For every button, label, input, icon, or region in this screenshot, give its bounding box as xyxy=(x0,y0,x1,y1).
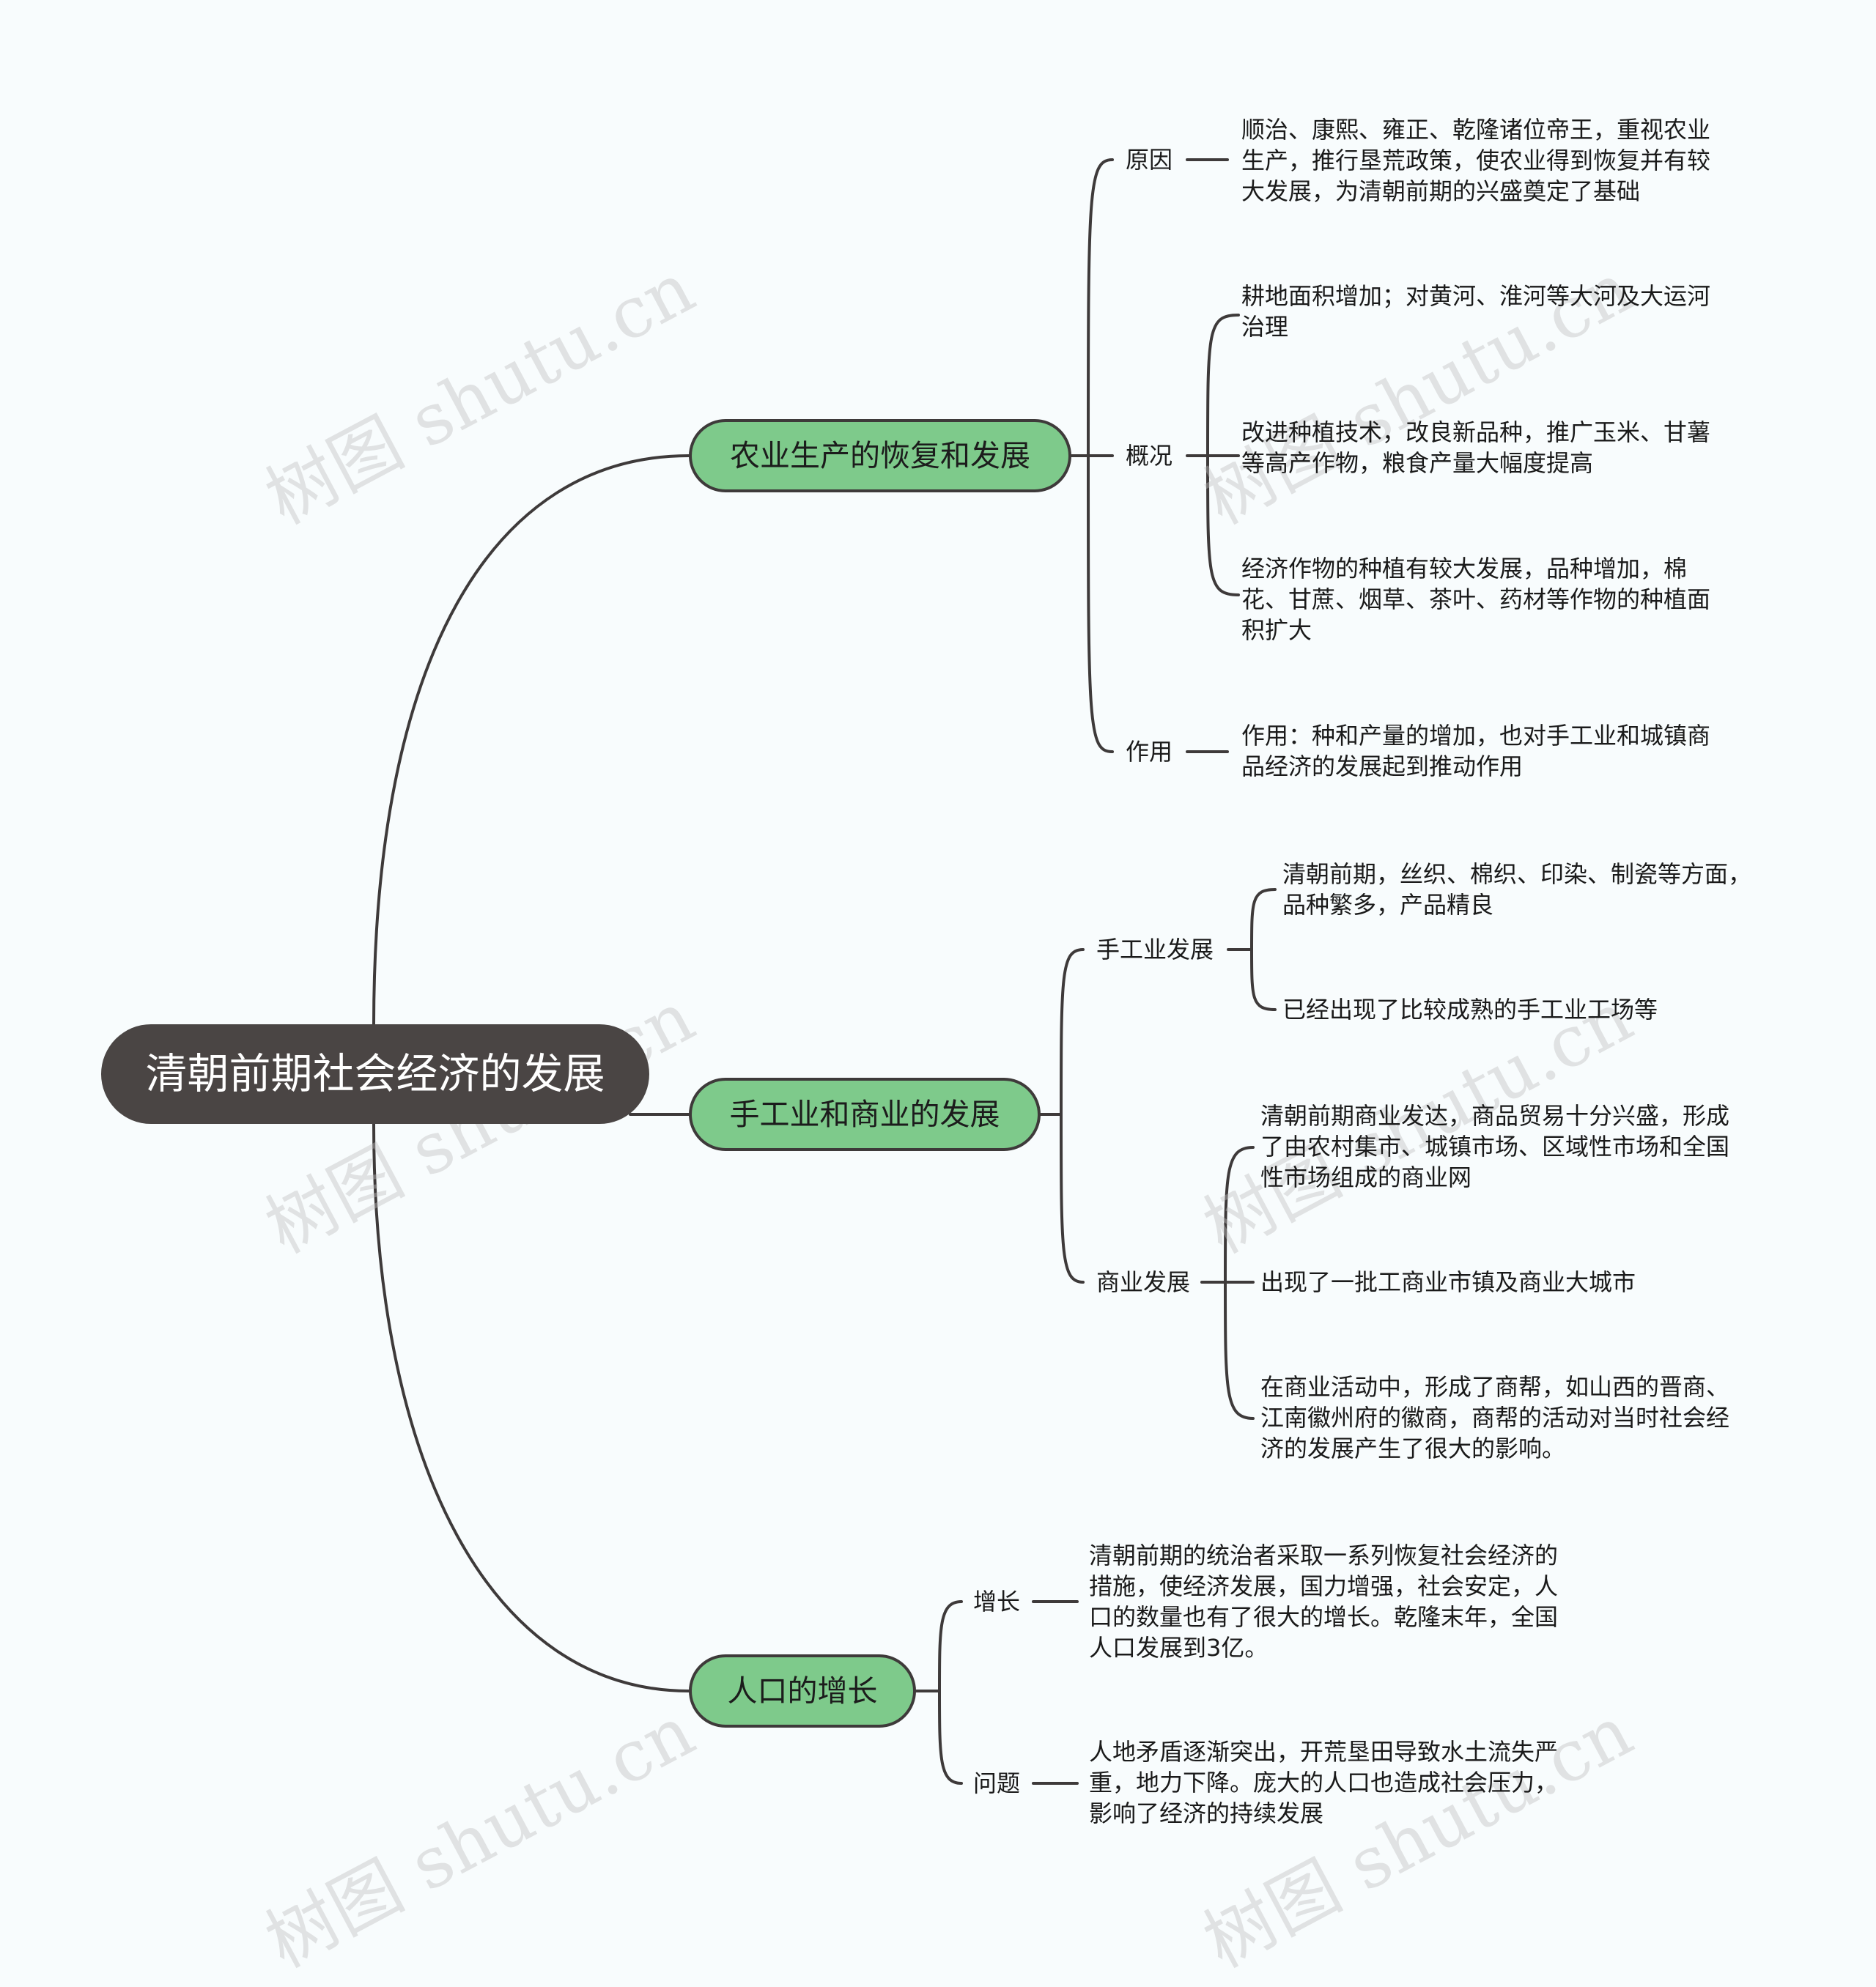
connector-pop-problem xyxy=(938,1690,963,1785)
connector-commerce-leaf-3 xyxy=(1224,1281,1255,1420)
connector-lines xyxy=(372,158,1277,1785)
leaf-effect[interactable]: 作用：种和产量的增加，也对手工业和城镇商品经济的发展起到推动作用 xyxy=(1241,722,1711,780)
subtopic-growth[interactable]: 增长 xyxy=(973,1588,1021,1616)
leaf-handicraft-2[interactable]: 已经出现了比较成熟的手工业工场等 xyxy=(1282,996,1658,1024)
mind-map-canvas: 树图 shutu.cn 树图 shutu.cn 树图 shutu.cn 树图 s… xyxy=(101,116,1752,1983)
subtopic-effect[interactable]: 作用 xyxy=(1126,738,1173,766)
subtopic-commerce[interactable]: 商业发展 xyxy=(1096,1268,1191,1296)
main-topic-agriculture[interactable]: 农业生产的恢复和发展 xyxy=(689,419,1071,492)
leaf-overview-2[interactable]: 改进种植技术，改良新品种，推广玉米、甘薯等高产作物，粮食产量大幅度提高 xyxy=(1241,418,1711,477)
subtopic-reason[interactable]: 原因 xyxy=(1126,146,1173,174)
connector-agri-reason xyxy=(1087,158,1114,457)
leaf-problem[interactable]: 人地矛盾逐渐突出，开荒垦田导致水土流失严重，地力下降。庞大的人口也造成社会压力，… xyxy=(1089,1738,1559,1827)
leaf-overview-1[interactable]: 耕地面积增加；对黄河、淮河等大河及大运河治理 xyxy=(1241,282,1711,341)
connector-craft-commerce xyxy=(1060,1113,1085,1284)
leaf-commerce-2[interactable]: 出现了一批工商业市镇及商业大城市 xyxy=(1260,1268,1636,1296)
connector-commerce-leaf-1 xyxy=(1224,1146,1255,1284)
connector-root-agriculture xyxy=(372,454,690,1027)
root-topic[interactable]: 清朝前期社会经济的发展 xyxy=(101,1024,649,1124)
connector-handicraft-leaf-2 xyxy=(1250,948,1277,1011)
subtopic-problem[interactable]: 问题 xyxy=(973,1769,1021,1797)
connector-overview-leaf-3 xyxy=(1206,454,1240,596)
connector-overview-leaf-1 xyxy=(1206,314,1240,457)
connector-agri-effect xyxy=(1087,454,1114,753)
subtopic-overview[interactable]: 概况 xyxy=(1126,442,1173,470)
leaf-reason[interactable]: 顺治、康熙、雍正、乾隆诸位帝王，重视农业生产，推行垦荒政策，使农业得到恢复并有较… xyxy=(1241,116,1711,205)
leaf-handicraft-1[interactable]: 清朝前期，丝织、棉织、印染、制瓷等方面，品种繁多，产品精良 xyxy=(1282,860,1752,919)
connector-handicraft-leaf-1 xyxy=(1250,888,1277,951)
leaf-overview-3[interactable]: 经济作物的种植有较大发展，品种增加，棉花、甘蔗、烟草、茶叶、药材等作物的种植面积… xyxy=(1241,555,1711,644)
connector-craft-handicraft xyxy=(1060,948,1085,1116)
main-topic-craft-commerce[interactable]: 手工业和商业的发展 xyxy=(689,1078,1041,1151)
subtopic-handicraft[interactable]: 手工业发展 xyxy=(1096,936,1214,963)
connector-root-population xyxy=(372,1122,690,1692)
leaf-commerce-1[interactable]: 清朝前期商业发达，商品贸易十分兴盛，形成了由农村集市、城镇市场、区域性市场和全国… xyxy=(1260,1102,1730,1191)
leaf-commerce-3[interactable]: 在商业活动中，形成了商帮，如山西的晋商、江南徽州府的徽商，商帮的活动对当时社会经… xyxy=(1260,1373,1730,1462)
main-topic-population[interactable]: 人口的增长 xyxy=(689,1654,916,1728)
connector-pop-growth xyxy=(938,1600,963,1692)
leaf-growth[interactable]: 清朝前期的统治者采取一系列恢复社会经济的措施，使经济发展，国力增强，社会安定，人… xyxy=(1089,1542,1559,1662)
